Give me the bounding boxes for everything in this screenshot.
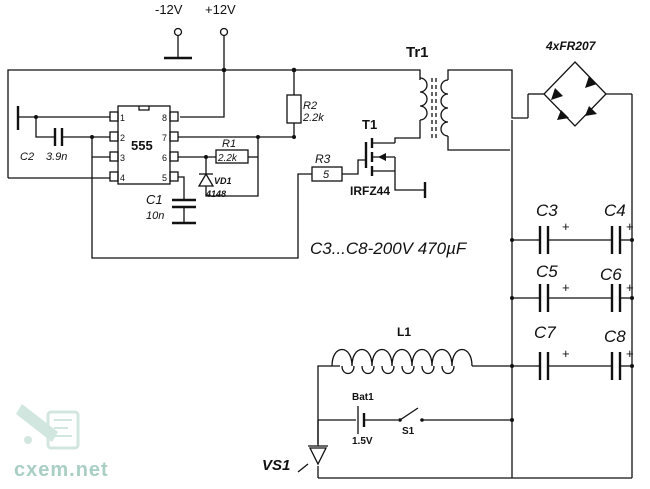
- c1-label: C1: [146, 192, 163, 207]
- vd1-label: VD1: [214, 176, 232, 186]
- tr1-transformer: [419, 69, 528, 151]
- timer-wiring: [91, 135, 312, 259]
- c2-capacitor: [16, 106, 110, 146]
- t1-value: IRFZ44: [350, 184, 390, 198]
- cxem-logo-icon: [16, 404, 80, 450]
- c5-plus: +: [562, 280, 570, 295]
- c7-label: C7: [534, 323, 556, 342]
- t1-label: T1: [362, 117, 377, 132]
- c7-plus: +: [562, 346, 570, 361]
- ic-555: [109, 105, 179, 185]
- supply-pos-label: +12V: [205, 2, 236, 17]
- vs1-label: VS1: [262, 457, 290, 474]
- c6-plus: +: [626, 280, 634, 295]
- c8-plus: +: [626, 346, 634, 361]
- bridge-label: 4xFR207: [545, 39, 597, 53]
- supply-neg-label: -12V: [155, 2, 183, 17]
- cap-note: C3...C8-200V 470µF: [310, 239, 468, 258]
- ic-pin-8: 8: [162, 113, 167, 123]
- c5-label: C5: [536, 262, 558, 281]
- t1-mosfet: [364, 120, 427, 198]
- ic-pin-2: 2: [120, 133, 125, 143]
- tr1-label: Tr1: [406, 44, 429, 61]
- r1-label: R1: [222, 138, 236, 150]
- ic-pin-3: 3: [120, 153, 125, 163]
- bridge-rectifier: [527, 61, 633, 478]
- s1-label: S1: [402, 426, 415, 437]
- battery-switch: [318, 406, 514, 434]
- vd1-diode: [197, 157, 215, 190]
- r1-resistor: [215, 149, 249, 164]
- bat1-value: 1.5V: [352, 436, 373, 447]
- c8-label: C8: [604, 327, 626, 346]
- vd1-value: 4148: [205, 189, 226, 199]
- c3-plus: +: [562, 219, 570, 234]
- c6-label: C6: [600, 265, 622, 284]
- supply-neg-terminal: [164, 27, 192, 60]
- capacitor-bank: [318, 120, 634, 479]
- r2-value: 2.2k: [302, 112, 324, 124]
- c2-label: C2: [20, 151, 34, 163]
- r2-label: R2: [303, 100, 317, 112]
- ic-name: 555: [131, 138, 153, 153]
- r3-resistor: [311, 159, 366, 182]
- supply-pos-terminal: [219, 27, 229, 70]
- top-rail: [7, 67, 421, 179]
- r3-value: 5: [323, 169, 330, 181]
- c2-value: 3.9n: [46, 151, 67, 163]
- bat1-label: Bat1: [352, 392, 374, 403]
- r1-value: 2.2k: [217, 153, 238, 164]
- r2-resistor: [286, 70, 302, 137]
- r3-label: R3: [315, 152, 331, 166]
- l1-label: L1: [397, 325, 411, 339]
- ic-pin-6: 6: [162, 153, 167, 163]
- ic-pin-7: 7: [162, 133, 167, 143]
- ic-pin-1: 1: [120, 113, 125, 123]
- vs1-thyristor: [297, 420, 328, 478]
- ic-pin-5: 5: [162, 173, 167, 183]
- c1-capacitor: [172, 198, 196, 225]
- watermark-text: cxem.net: [14, 459, 109, 481]
- c1-value: 10n: [146, 210, 164, 222]
- c4-label: C4: [604, 201, 626, 220]
- l1-inductor: [317, 348, 512, 446]
- c3-label: C3: [536, 201, 558, 220]
- ic-pin-4: 4: [120, 173, 125, 183]
- c4-plus: +: [626, 219, 634, 234]
